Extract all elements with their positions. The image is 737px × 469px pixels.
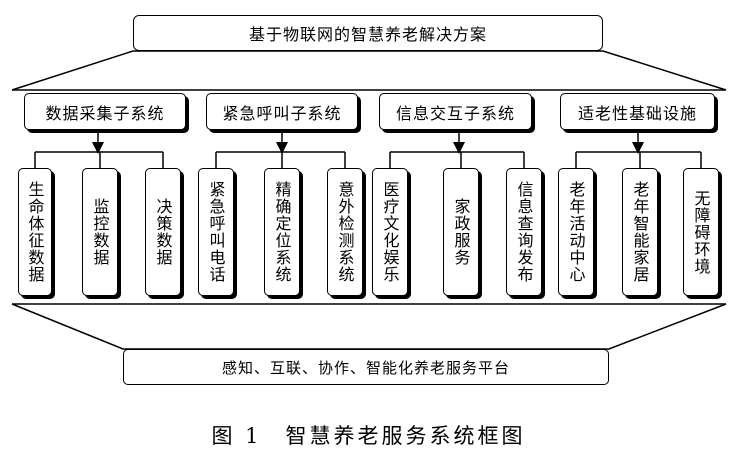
leaf-label: 家政服务 <box>451 198 471 266</box>
leaf-housekeeping-service: 家政服务 <box>443 168 479 296</box>
leaf-label: 监控数据 <box>90 198 110 266</box>
leaf-vital-signs-data: 生命体征数据 <box>18 168 52 296</box>
service-platform: 感知、互联、协作、智能化养老服务平台 <box>123 349 609 385</box>
leaf-label: 意外检测系统 <box>335 181 355 283</box>
subsystem-elderly-infrastructure: 适老性基础设施 <box>560 93 715 130</box>
leaf-label: 老年智能家居 <box>630 181 650 283</box>
leaf-elderly-smart-home: 老年智能家居 <box>622 168 658 296</box>
solution-title: 基于物联网的智慧养老解决方案 <box>133 15 603 51</box>
leaf-info-query-publish: 信息查询发布 <box>506 168 542 296</box>
leaf-elderly-activity-center: 老年活动中心 <box>558 168 594 296</box>
bottom-trapezoid-outline <box>11 303 727 350</box>
subsystem-data-collection: 数据采集子系统 <box>24 93 186 130</box>
leaf-accident-detection: 意外检测系统 <box>327 168 363 296</box>
subsystem-info-exchange: 信息交互子系统 <box>379 93 532 130</box>
leaf-barrier-free-environment: 无障碍环境 <box>683 168 719 296</box>
leaf-label: 紧急呼叫电话 <box>206 181 226 283</box>
figure-caption: 图 1 智慧养老服务系统框图 <box>211 424 526 448</box>
leaf-label: 精确定位系统 <box>272 181 292 283</box>
top-trapezoid-outline <box>11 50 727 91</box>
leaf-label: 老年活动中心 <box>566 181 586 283</box>
leaf-label: 信息查询发布 <box>514 181 534 283</box>
leaf-label: 决策数据 <box>153 198 173 266</box>
leaf-monitoring-data: 监控数据 <box>82 168 118 296</box>
leaf-label: 医疗文化娱乐 <box>380 181 400 283</box>
leaf-label: 生命体征数据 <box>25 181 45 283</box>
leaf-precise-positioning: 精确定位系统 <box>264 168 300 296</box>
leaf-emergency-phone: 紧急呼叫电话 <box>198 168 234 296</box>
leaf-medical-culture-entertainment: 医疗文化娱乐 <box>372 168 408 296</box>
subsystem-emergency-call: 紧急呼叫子系统 <box>206 93 358 130</box>
leaf-label: 无障碍环境 <box>691 189 711 275</box>
leaf-decision-data: 决策数据 <box>145 168 181 296</box>
